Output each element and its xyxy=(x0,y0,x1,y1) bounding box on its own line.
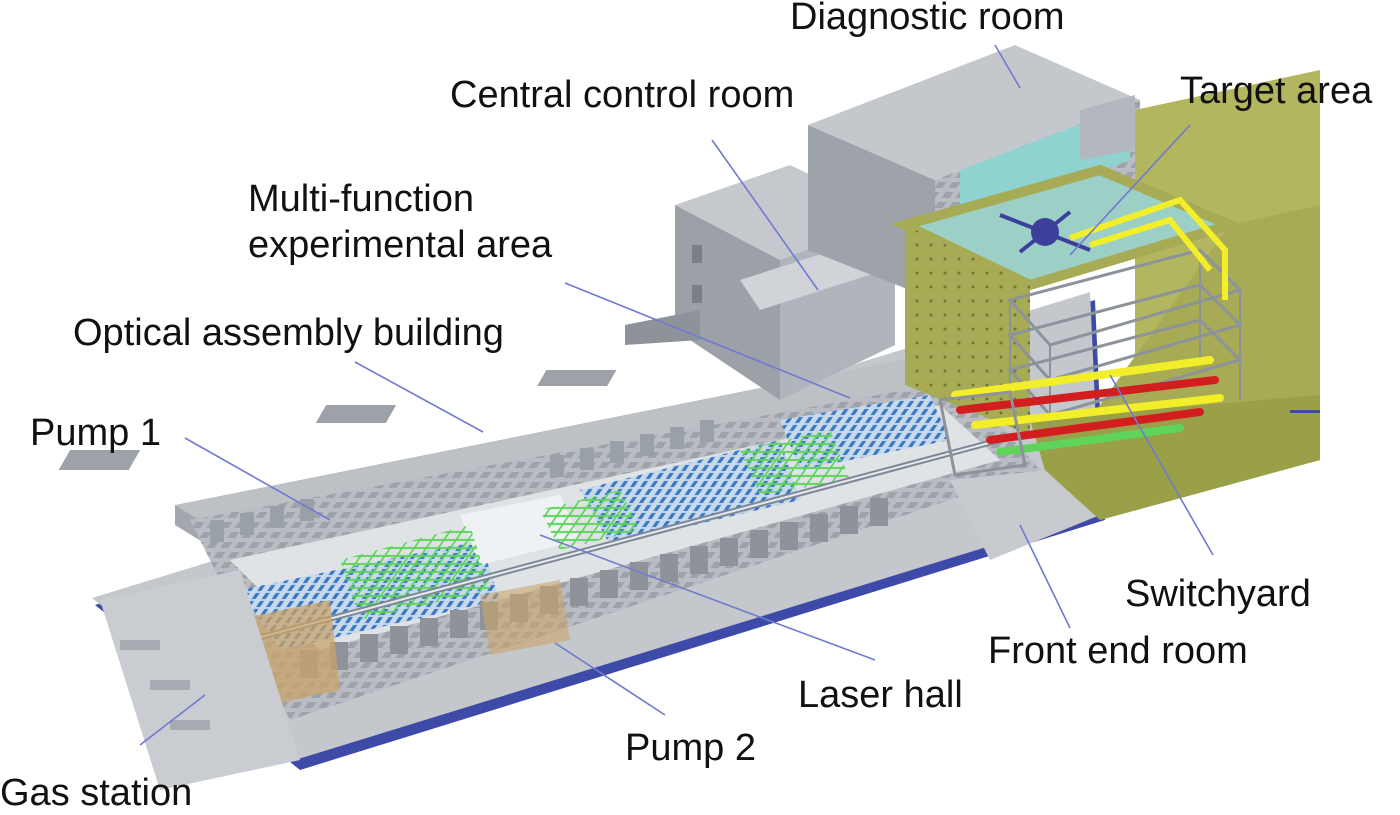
leader-optical-assembly xyxy=(354,361,484,433)
label-laser-hall: Laser hall xyxy=(798,674,963,716)
leader-front-end-room xyxy=(1019,524,1071,629)
switchyard-shape xyxy=(938,356,1224,477)
label-gas-station: Gas station xyxy=(0,772,193,814)
leader-central-control-room xyxy=(711,139,819,291)
front-end-room-shape xyxy=(950,470,1100,560)
leader-diagnostic-room xyxy=(994,44,1021,89)
label-diagnostic-room: Diagnostic room xyxy=(790,0,1065,38)
label-optical-assembly-building: Optical assembly building xyxy=(73,312,504,354)
leader-switchyard xyxy=(1109,374,1214,556)
label-pump-1: Pump 1 xyxy=(30,412,161,454)
label-multi-function-line2: experimental area xyxy=(248,224,553,266)
label-central-control-room: Central control room xyxy=(450,74,795,116)
leader-lines xyxy=(139,44,1214,746)
label-multi-function-line1: Multi-function xyxy=(248,178,474,220)
gas-station-shape xyxy=(100,570,300,790)
leader-multi-function xyxy=(564,282,851,399)
leader-laser-hall xyxy=(539,534,876,661)
label-switchyard: Switchyard xyxy=(1125,573,1311,615)
leader-target-area xyxy=(1069,124,1191,256)
label-pump-2: Pump 2 xyxy=(625,727,756,769)
label-target-area: Target area xyxy=(1180,70,1373,112)
laser-hall-shape xyxy=(190,380,1040,720)
leader-pump-2 xyxy=(554,642,666,716)
target-chamber-icon xyxy=(999,210,1091,254)
leader-gas-station xyxy=(139,694,206,746)
label-front-end-room: Front end room xyxy=(988,630,1248,672)
leader-pump-1 xyxy=(184,437,331,521)
